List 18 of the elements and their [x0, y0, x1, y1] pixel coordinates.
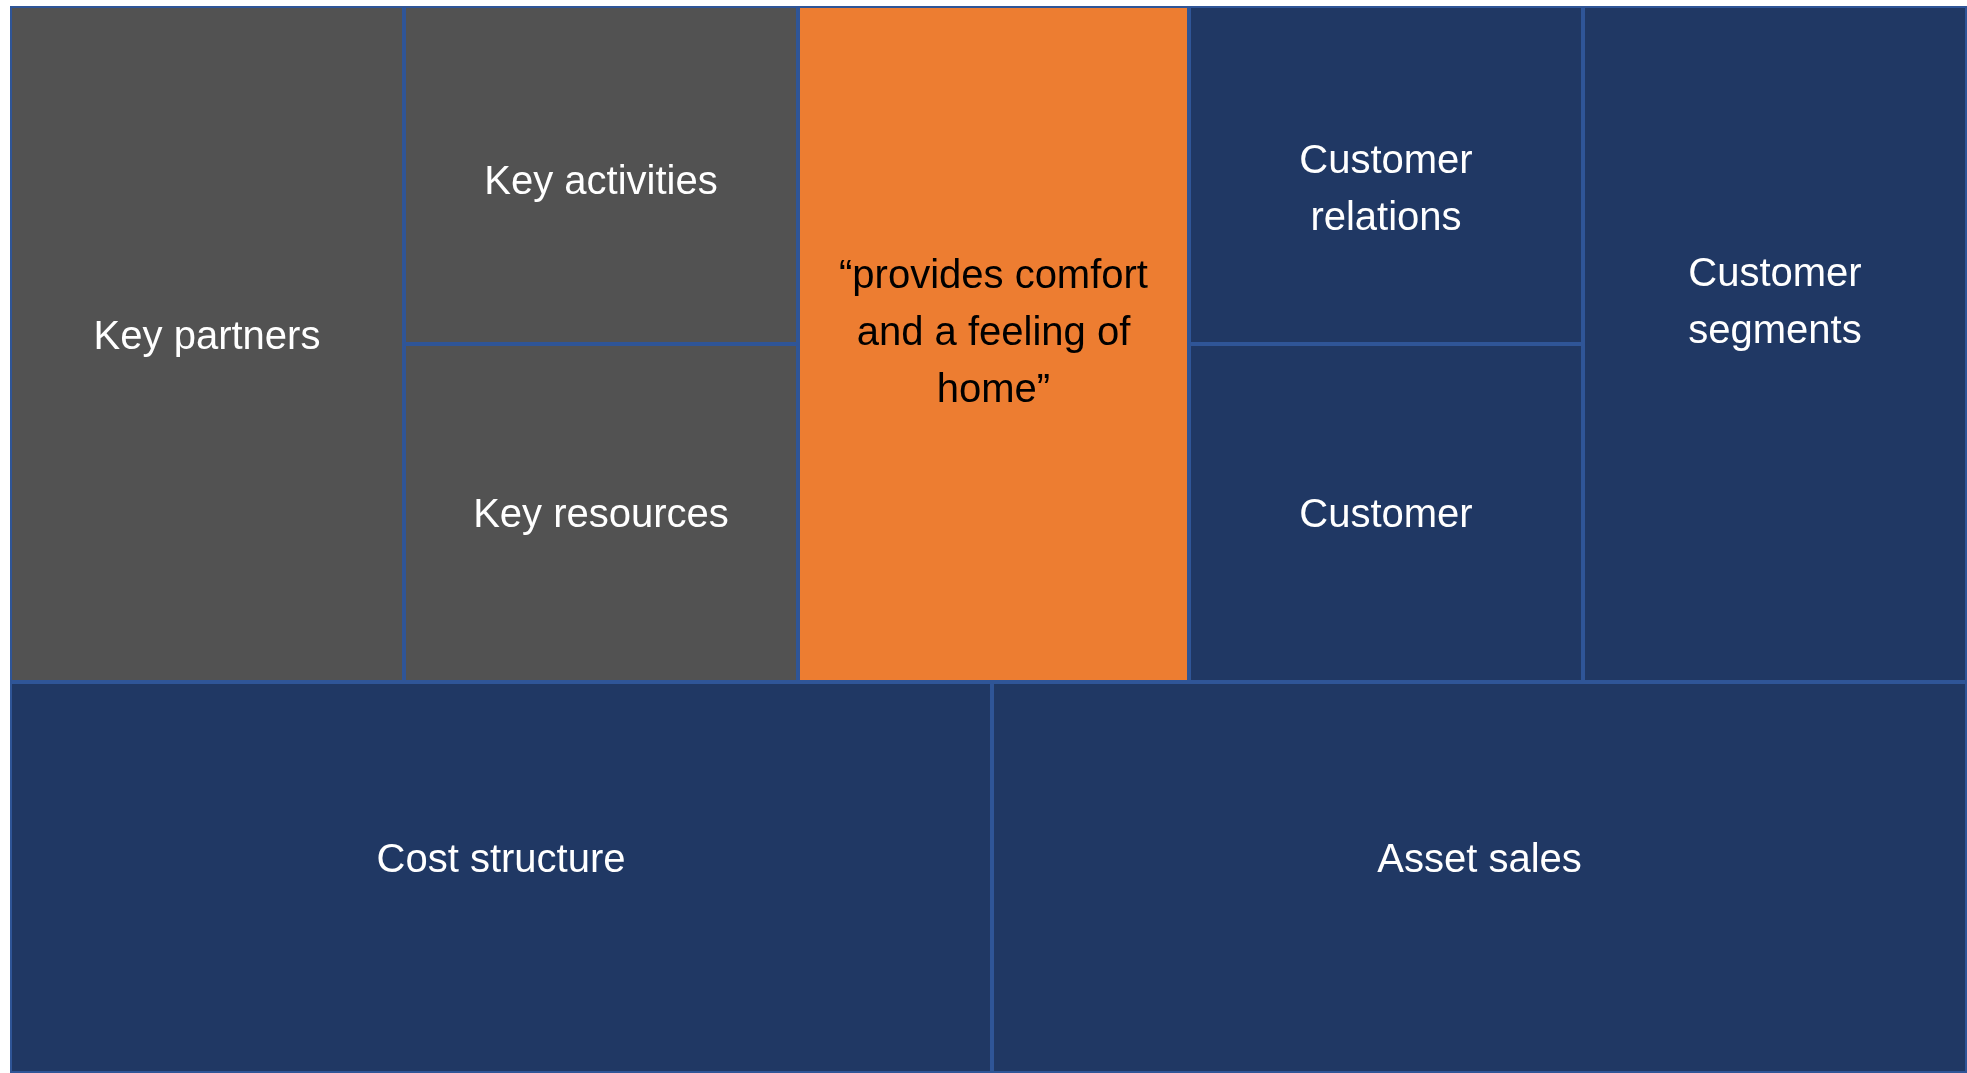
canvas-block	[404, 6, 798, 344]
canvas-block	[992, 682, 1967, 1073]
canvas-block	[1189, 6, 1583, 344]
block-title: Key partners	[93, 311, 321, 359]
canvas-block	[10, 682, 992, 1073]
canvas-block	[1583, 6, 1967, 682]
canvas-block	[404, 344, 798, 682]
block-title: Customer	[1299, 489, 1473, 537]
block-title: Cost structure	[376, 835, 626, 882]
block-title: Asset sales	[1377, 835, 1582, 882]
block-title: Customer segments	[1687, 249, 1863, 353]
block-title: Customer relations	[1298, 136, 1474, 240]
block-title: “provides comfort and a feeling of home”	[838, 250, 1149, 412]
canvas-block	[10, 6, 404, 682]
block-title: Key resources	[473, 489, 729, 537]
canvas-block	[798, 6, 1189, 682]
block-title: Key activities	[484, 156, 718, 204]
canvas-block	[1189, 344, 1583, 682]
